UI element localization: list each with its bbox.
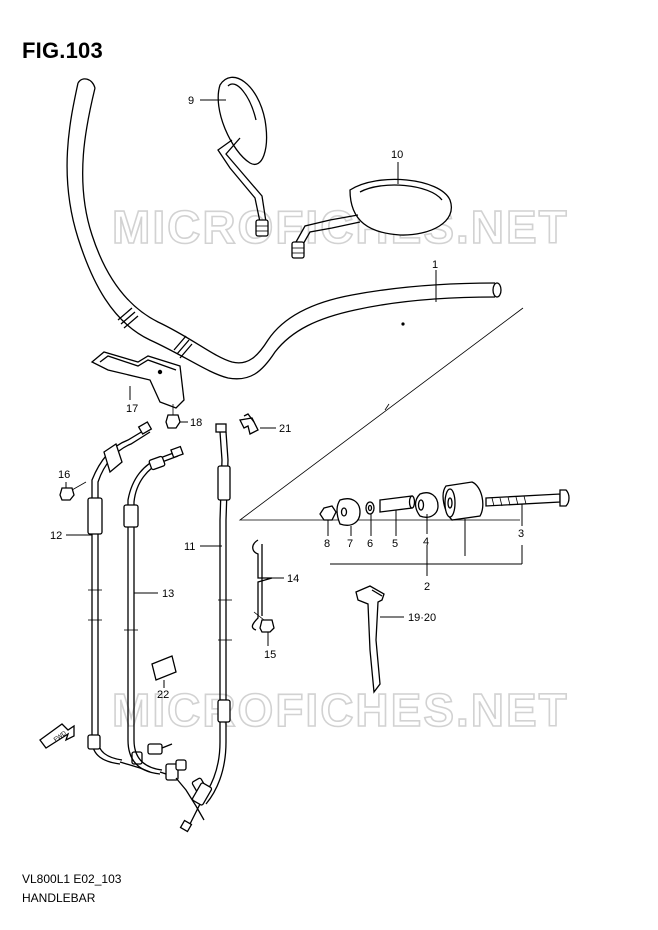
callout-leader-lines	[65, 99, 523, 688]
throttle-cable-12-part	[87, 421, 173, 773]
callout-2: 2	[424, 581, 430, 593]
watermark-bottom: MICROFICHES.NET	[112, 684, 569, 736]
callout-21: 21	[279, 423, 291, 435]
callout-6: 6	[367, 538, 373, 550]
bolt-15-part	[253, 611, 275, 633]
fwd-direction-arrow: FWD	[39, 723, 75, 749]
figure-code: VL800L1 E02_103	[22, 872, 122, 886]
callout-11: 11	[184, 541, 195, 553]
callout-4: 4	[423, 536, 429, 548]
callout-15: 15	[264, 649, 276, 661]
clamp-21-part	[239, 413, 259, 435]
callout-16: 16	[58, 469, 70, 481]
figure-title: FIG.103	[22, 38, 103, 63]
callout-5: 5	[392, 538, 398, 550]
label-22-part	[151, 655, 177, 681]
callout-18: 18	[190, 417, 202, 429]
cable-guide-14-part	[251, 539, 273, 631]
cable-tie-19-20-part	[355, 585, 385, 694]
callout-numbers: 1 2 3 4 5 6 7 8 9 10 11 12 13 14 15 16 1…	[50, 95, 524, 701]
clutch-cable-11-part	[179, 423, 232, 833]
callout-17: 17	[126, 403, 138, 415]
bolt-16-part	[59, 481, 87, 501]
handlebar-part	[66, 78, 524, 521]
callout-3: 3	[518, 528, 524, 540]
watermark-top: MICROFICHES.NET	[112, 201, 569, 253]
bar-end-weight-assembly	[319, 481, 570, 526]
callout-14: 14	[287, 573, 299, 585]
mirror-right-part	[291, 178, 453, 259]
mirror-left-part	[217, 76, 269, 237]
callout-1: 1	[432, 259, 438, 271]
callout-10: 10	[391, 149, 403, 161]
callout-9: 9	[188, 95, 194, 107]
throttle-cable-13-part	[123, 445, 209, 821]
callout-19-20: 19·20	[408, 612, 436, 624]
bolt-18-part	[165, 404, 181, 429]
callout-13: 13	[162, 588, 174, 600]
cable-bracket-part	[90, 351, 185, 409]
callout-22: 22	[157, 689, 169, 701]
figure-name: HANDLEBAR	[22, 891, 96, 905]
callout-8: 8	[324, 538, 330, 550]
callout-7: 7	[347, 538, 353, 550]
callout-12: 12	[50, 530, 62, 542]
